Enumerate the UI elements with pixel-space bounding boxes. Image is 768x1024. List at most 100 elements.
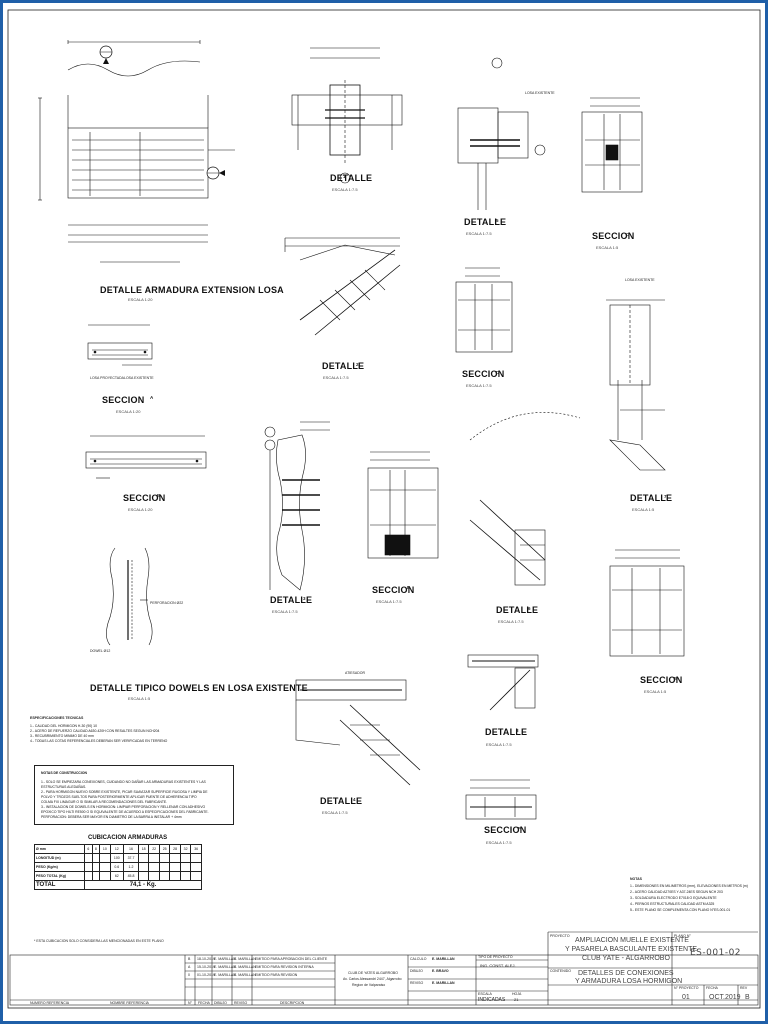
detail-2-drawing	[284, 237, 401, 336]
detail-8-mark: 8	[516, 728, 519, 733]
quantities-row: PESO TOTAL (Kg) 62 45.8	[33, 871, 202, 881]
tb-col-dibujo: DIBUJO	[214, 1001, 227, 1005]
quantities-header-cell: 32	[179, 844, 192, 854]
detail-1-title: DETALLE	[330, 173, 373, 183]
sheet-inner-border	[7, 9, 761, 1009]
section-marker-1	[339, 172, 351, 184]
detail-4-title: DETALLE	[320, 796, 363, 806]
tb-contenido-label: CONTENIDO	[550, 969, 571, 973]
section-marker-3	[264, 426, 276, 451]
quantities-cell	[148, 853, 160, 863]
spec-line-1: 1.- CALIDAD DEL HORMIGON H-30 (90) 10	[30, 724, 97, 728]
quantities-cell	[137, 862, 150, 872]
section-c-drawing	[581, 97, 643, 193]
tb-col-nro: N°	[188, 1001, 192, 1005]
tb-rev-1-nro: A	[188, 965, 191, 969]
note-line-7: EPOXICO TIPO HILTI RE500 O SI EQUIVALENT…	[41, 810, 209, 814]
tb-proyecto-label: PROYECTO	[550, 934, 570, 938]
quantities-row: PESO (Kg/m) 0.6 1.2	[33, 862, 202, 872]
quantities-cell	[190, 853, 202, 863]
tb-hoja-label: HOJA	[512, 992, 522, 996]
quantities-cell	[169, 871, 181, 881]
tb-calculo-label: CALCULO	[410, 957, 427, 961]
detail-losa-title: DETALLE ARMADURA EXTENSION LOSA	[100, 285, 284, 295]
note-line-6: 3.- INSTALACION DE DOWELS EN HORMIGON: L…	[41, 805, 206, 809]
tb-reviso-value: E. MARILLAN	[432, 981, 455, 985]
quantities-cell	[158, 871, 171, 881]
tb-tipo-value: ING. CONST. ALEJ.	[480, 963, 516, 968]
quantities-cell	[190, 871, 202, 881]
quantities-header-row: Ø mm 6 8 10 12 16 18 22 25 28 32 36	[33, 844, 202, 854]
label-losa-existente-7: LOSA EXISTENTE	[625, 278, 655, 282]
general-note-2: 2.- ACERO CALIDAD A270ES Y A37-24ES SEGU…	[630, 890, 723, 894]
construction-notes-box: NOTAS DE CONSTRUCCION 1.- SOLO SE EMPIEZ…	[34, 765, 234, 825]
general-note-4: 4.- PERNOS ESTRUCTURALES CALIDAD ASTM A3…	[630, 902, 715, 906]
tb-rev-0-by: E. MARILLAN	[214, 957, 236, 961]
tb-proyecto-line3: CLUB YATE - ALGARROBO	[582, 955, 670, 962]
tb-tipo-label: TIPO DE PROYECTO	[478, 955, 513, 959]
quantities-cell	[169, 853, 181, 863]
tb-calculo-value: E. MARILLAN	[432, 957, 455, 961]
detail-4-scale: ESCALA 1:7.5	[322, 810, 348, 815]
quantities-header-cell: 10	[99, 844, 111, 854]
quantities-cell	[91, 853, 101, 863]
detail-4-mark: 4	[353, 797, 356, 802]
note-line-3: 2.- PARA HORMIGON NUEVO SOBRE EXISTENTE,…	[41, 790, 208, 794]
quantities-cell	[148, 871, 160, 881]
quantities-row-label: PESO (Kg/m)	[33, 862, 86, 872]
quantities-total-row: TOTAL 74,1 - Kg.	[33, 880, 202, 890]
label-losa-proyectada: LOSA PROYECTADA	[90, 376, 124, 380]
quantities-header-cell: 28	[169, 844, 181, 854]
section-a-mark: A	[150, 395, 154, 400]
tb-rev-1-desc: EMITIDO PARA REVISION INTERNA	[255, 965, 314, 969]
general-note-5: 5.- ESTE PLANO SE COMPLEMENTA CON PLANO …	[630, 908, 731, 912]
tb-dibujo-value: E. BRAVO	[432, 969, 449, 973]
section-b-left-scale: ESCALA 1:20	[128, 507, 153, 512]
detail-5-scale: ESCALA 1:7.5	[466, 231, 492, 236]
quantities-cell: 1.2	[123, 862, 139, 872]
tb-rev-value: B	[745, 994, 750, 1001]
quantities-cell: 37.7	[123, 853, 139, 863]
tb-rev-2-nro: 0	[188, 973, 190, 977]
quantities-table: Ø mm 6 8 10 12 16 18 22 25 28 32 36 LONG…	[33, 844, 202, 890]
general-note-3: 3.- SOLDADURA ELECTRODO E7018 O EQUIVALE…	[630, 896, 717, 900]
spec-line-2: 2.- ACERO DE REFUERZO CALIDAD A630-420H …	[30, 729, 160, 733]
tb-rev-0-chk: E. MARILLAN	[234, 957, 256, 961]
detail-7-scale: ESCALA 1:5	[632, 507, 655, 512]
general-note-1: 1.- DIMENSIONES EN MILIMETROS (mm), ELEV…	[630, 884, 748, 888]
tb-rev-2-chk: E. MARILLAN	[234, 973, 256, 977]
tb-rev-1-by: E. MARILLAN	[214, 965, 236, 969]
tb-escala-value: INDICADAS	[478, 997, 506, 1003]
quantities-cell	[169, 862, 181, 872]
dowels-title: DETALLE TIPICO DOWELS EN LOSA EXISTENTE	[90, 683, 308, 693]
label-losa-existente-5: LOSA EXISTENTE	[525, 91, 555, 95]
quantities-cell: 100	[109, 853, 125, 863]
label-dowel: DOWEL Ø12	[90, 649, 111, 653]
dowels-drawing	[106, 547, 153, 646]
tb-fecha-label: FECHA	[706, 986, 718, 990]
quantities-header-cell: 36	[190, 844, 202, 854]
quantities-cell	[179, 871, 192, 881]
losa-extension-drawing	[38, 40, 235, 263]
section-b-left-title: SECCION	[123, 493, 166, 503]
section-a-title: SECCION	[102, 395, 145, 405]
section-c-title: SECCION	[592, 231, 635, 241]
tb-hoja-value: 21	[514, 997, 519, 1002]
detail-1-drawing	[291, 47, 403, 165]
quantities-cell: 45.8	[123, 871, 139, 881]
quantities-total-label: TOTAL	[33, 880, 86, 890]
specs-title: ESPECIFICACIONES TECNICAS	[30, 716, 84, 720]
tb-client-line3: Region de Valparaiso	[352, 983, 386, 987]
note-line-2: ESTRUCTURAS ALEDAÑAS.	[41, 785, 87, 789]
quantities-cell	[91, 862, 101, 872]
section-b-center-drawing	[367, 451, 439, 559]
section-marker-a-losa	[99, 45, 113, 64]
quantities-cell	[148, 862, 160, 872]
tb-nproyecto-value: 01	[682, 994, 690, 1001]
tb-rev-2-date: 01-10-2019	[197, 973, 215, 977]
tb-rev-0-date: 18-10-2019	[197, 957, 215, 961]
quantities-cell: 0.6	[109, 862, 125, 872]
detail-5-title: DETALLE	[464, 217, 507, 227]
section-f-title: SECCION	[484, 825, 527, 835]
